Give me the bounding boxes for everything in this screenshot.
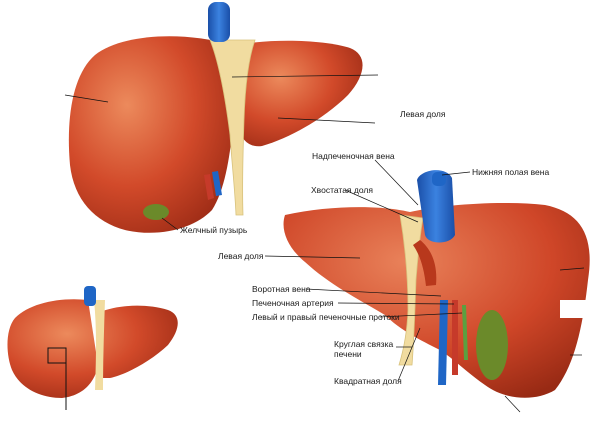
portal-vein-shape	[438, 300, 448, 385]
liver-posterior-body	[283, 202, 590, 398]
falciform-ligament	[209, 39, 256, 216]
highlight-box	[47, 347, 67, 364]
gallbladder-posterior	[476, 310, 508, 380]
liver-posterior	[283, 170, 590, 398]
bile-ducts-shape	[462, 305, 468, 360]
ivc-top	[208, 2, 230, 42]
label-bile-ducts: Левый и правый печеночные протоки	[252, 312, 400, 322]
hepatic-artery-shape	[452, 300, 458, 375]
liver-anterior	[68, 2, 363, 233]
ivc-posterior	[417, 170, 455, 243]
liver-small	[7, 286, 178, 410]
label-quadrate-lobe: Квадратная доля	[334, 376, 402, 386]
label-left-lobe-top: Левая доля	[400, 109, 446, 119]
vein-small-top	[212, 171, 222, 196]
vessels-top	[204, 174, 214, 200]
ivc-small	[84, 286, 96, 306]
left-lobe-anterior	[236, 40, 363, 147]
label-round-ligament: Круглая связка печени	[334, 339, 394, 359]
label-portal-vein: Воротная вена	[252, 284, 311, 294]
leader-lines	[64, 74, 585, 413]
ligament-posterior	[398, 214, 424, 366]
caudate-region	[413, 240, 437, 286]
right-lobe-anterior	[68, 36, 235, 233]
label-left-lobe-mid: Левая доля	[218, 251, 264, 261]
label-ivc: Нижняя полая вена	[472, 167, 550, 177]
label-hepatic-vein: Надпеченочная вена	[312, 151, 395, 161]
ligament-small	[94, 300, 105, 390]
label-caudate-lobe: Хвостатая доля	[311, 185, 373, 195]
liver-small-body	[7, 299, 178, 398]
gallbladder-top	[143, 204, 169, 220]
label-hepatic-artery: Печеночная артерия	[252, 298, 334, 308]
blank-label-box	[560, 300, 600, 318]
hepatic-vein-stub	[432, 172, 446, 186]
label-gallbladder: Желчный пузырь	[180, 225, 248, 235]
